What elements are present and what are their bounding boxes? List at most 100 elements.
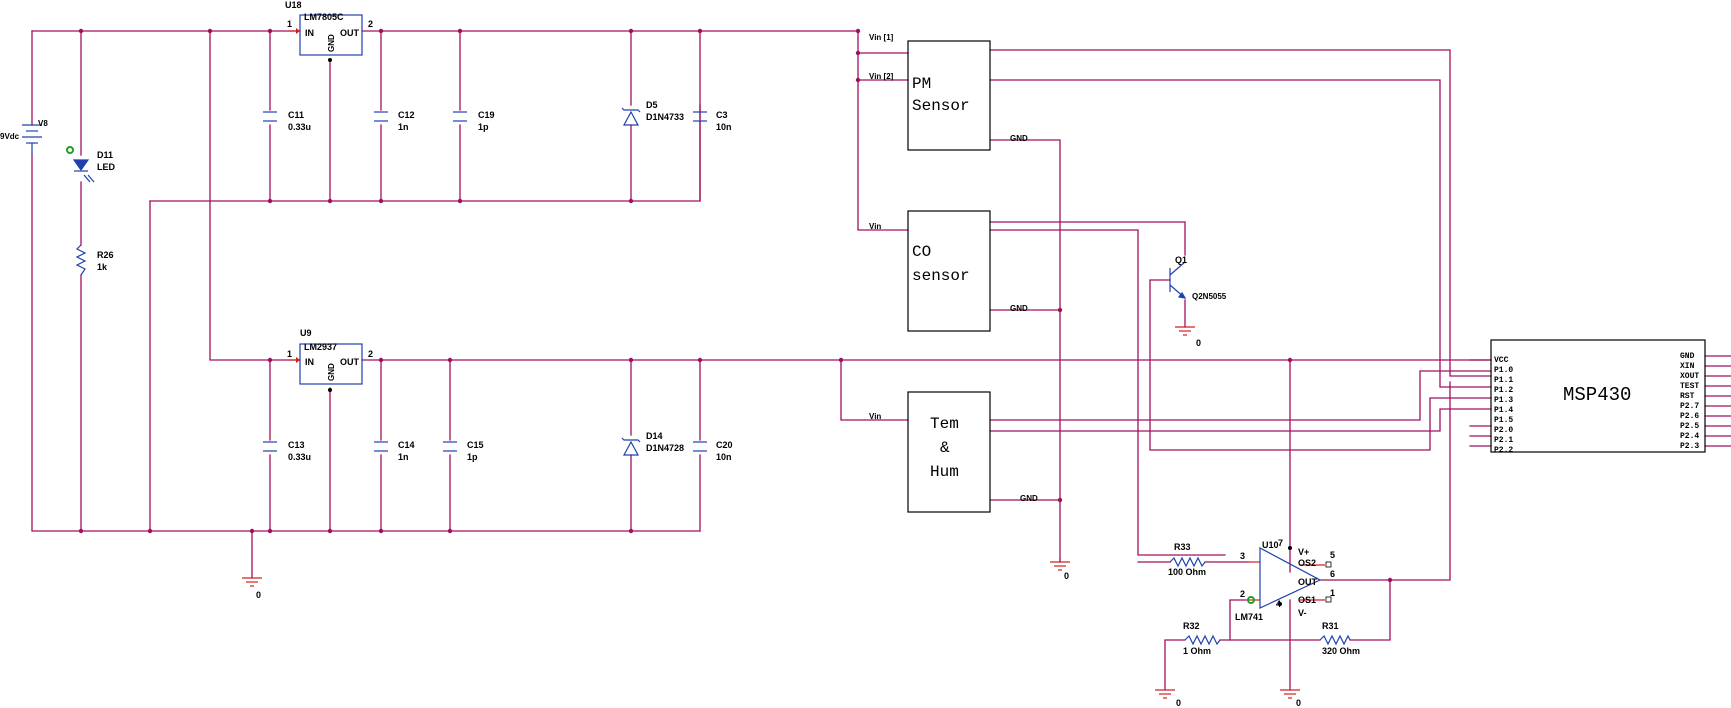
msp430-pin-rst: RST xyxy=(1680,392,1695,401)
msp430-pin-p2-1: P2.1 xyxy=(1494,436,1513,445)
d5-label: D5 xyxy=(646,100,658,110)
msp430-pin-p1-5: P1.5 xyxy=(1494,416,1513,425)
msp430-pin-p2-6: P2.6 xyxy=(1680,412,1699,421)
msp430-pin-p2-4: P2.4 xyxy=(1680,432,1699,441)
ground-symbol xyxy=(1155,689,1175,699)
d14-label: D14 xyxy=(646,431,663,441)
co-sensor-line1: CO xyxy=(912,243,931,261)
c11-value: 0.33u xyxy=(288,122,311,132)
tem-hum-vin-label: Vin xyxy=(869,412,881,421)
msp430-pin-p1-4: P1.4 xyxy=(1494,406,1513,415)
c19-label: C19 xyxy=(478,110,495,120)
c14-label: C14 xyxy=(398,440,415,450)
c20-label: C20 xyxy=(716,440,733,450)
wires xyxy=(31,30,1731,691)
c20-value: 10n xyxy=(716,452,732,462)
q1-name: Q1 xyxy=(1175,255,1187,265)
msp430-pin-p1-1: P1.1 xyxy=(1494,376,1513,385)
u18-out-label: OUT xyxy=(340,28,360,38)
capacitor-c15 xyxy=(443,441,457,452)
regulator-u9 xyxy=(288,343,363,392)
pm-gnd-label: GND xyxy=(1010,134,1028,143)
u9-out-label: OUT xyxy=(340,357,360,367)
u18-pin-out-num: 2 xyxy=(368,19,373,29)
pm-sensor-line1: PM xyxy=(912,75,931,93)
ground-symbol xyxy=(1050,561,1070,571)
u10-out: OUT xyxy=(1298,577,1318,587)
u18-name: U18 xyxy=(285,0,302,10)
u10-pin2: 2 xyxy=(1240,589,1245,599)
pm-vin1-label: Vin [1] xyxy=(869,33,894,42)
u9-in-label: IN xyxy=(305,357,314,367)
r31-label: R31 xyxy=(1322,621,1339,631)
capacitor-c3 xyxy=(693,111,707,122)
msp430-pin-xin: XIN xyxy=(1680,362,1695,371)
ground-symbol xyxy=(1280,689,1300,699)
msp430-right-pins: GND XIN XOUT TEST RST P2.7 P2.6 P2.5 P2.… xyxy=(1680,352,1699,451)
u10-pin5: 5 xyxy=(1330,550,1335,560)
r32-value: 1 Ohm xyxy=(1183,646,1211,656)
ground-label: 0 xyxy=(1196,338,1201,348)
msp430-left-pins: VCC P1.0 P1.1 P1.2 P1.3 P1.4 P1.5 P2.0 P… xyxy=(1494,356,1513,455)
u10-pin4: 4 xyxy=(1276,599,1281,609)
u10-os1: OS1 xyxy=(1298,595,1316,605)
u10-vplus: V+ xyxy=(1298,547,1309,557)
r33-label: R33 xyxy=(1174,542,1191,552)
led-symbol xyxy=(66,146,95,183)
pm-sensor-block xyxy=(907,40,991,151)
msp430-pin-p2-7: P2.7 xyxy=(1680,402,1699,411)
r31-value: 320 Ohm xyxy=(1322,646,1360,656)
d5-value: D1N4733 xyxy=(646,112,684,122)
capacitor-c20 xyxy=(693,441,707,452)
msp430-pin-p2-3: P2.3 xyxy=(1680,442,1699,451)
d14-value: D1N4728 xyxy=(646,443,684,453)
ground-label: 0 xyxy=(1176,698,1181,708)
resistor-r31 xyxy=(1319,634,1351,646)
battery-symbol xyxy=(22,124,42,155)
u10-part: LM741 xyxy=(1235,612,1263,622)
c3-value: 10n xyxy=(716,122,732,132)
c19-value: 1p xyxy=(478,122,489,132)
r26-value: 1k xyxy=(97,262,108,272)
tem-hum-gnd-label: GND xyxy=(1020,494,1038,503)
u10-os2: OS2 xyxy=(1298,558,1316,568)
co-gnd-label: GND xyxy=(1010,304,1028,313)
regulator-u18 xyxy=(288,14,363,62)
resistor-r26 xyxy=(75,244,87,276)
co-sensor-line2: sensor xyxy=(912,267,970,285)
ground-label: 0 xyxy=(256,590,261,600)
capacitor-c19 xyxy=(453,111,467,122)
u9-pin-out-num: 2 xyxy=(368,349,373,359)
ground-label: 0 xyxy=(1296,698,1301,708)
msp430-pin-vcc: VCC xyxy=(1494,356,1509,365)
capacitor-c14 xyxy=(374,441,388,452)
msp430-pin-gnd: GND xyxy=(1680,352,1695,361)
d11-label: D11 xyxy=(97,150,113,160)
msp430-pin-p2-0: P2.0 xyxy=(1494,426,1513,435)
u9-pin-in-num: 1 xyxy=(287,349,292,359)
u10-pin1: 1 xyxy=(1330,588,1335,598)
u18-gnd-label: GND xyxy=(327,34,336,52)
resistor-r32 xyxy=(1184,634,1221,646)
msp430-pin-test: TEST xyxy=(1680,382,1699,391)
c12-value: 1n xyxy=(398,122,409,132)
q1-value: Q2N5055 xyxy=(1192,292,1227,301)
u10-vminus: V- xyxy=(1298,608,1307,618)
transistor-q1 xyxy=(1169,261,1187,299)
msp430-pin-p1-2: P1.2 xyxy=(1494,386,1513,395)
v8-label: V8 xyxy=(38,119,48,128)
tem-hum-line2: & xyxy=(940,439,950,457)
d11-value: LED xyxy=(97,162,116,172)
c13-value: 0.33u xyxy=(288,452,311,462)
u10-name: U10 xyxy=(1262,540,1279,550)
c14-value: 1n xyxy=(398,452,409,462)
zener-diode-d14 xyxy=(621,437,641,456)
ground-symbol xyxy=(1175,326,1195,336)
msp430-pin-p2-2: P2.2 xyxy=(1494,446,1513,455)
u18-in-label: IN xyxy=(305,28,314,38)
opamp-u10 xyxy=(1245,546,1332,609)
u10-pin7: 7 xyxy=(1278,538,1283,548)
tem-hum-line1: Tem xyxy=(930,415,959,433)
u9-gnd-label: GND xyxy=(327,363,336,381)
u18-pin-in-num: 1 xyxy=(287,19,292,29)
